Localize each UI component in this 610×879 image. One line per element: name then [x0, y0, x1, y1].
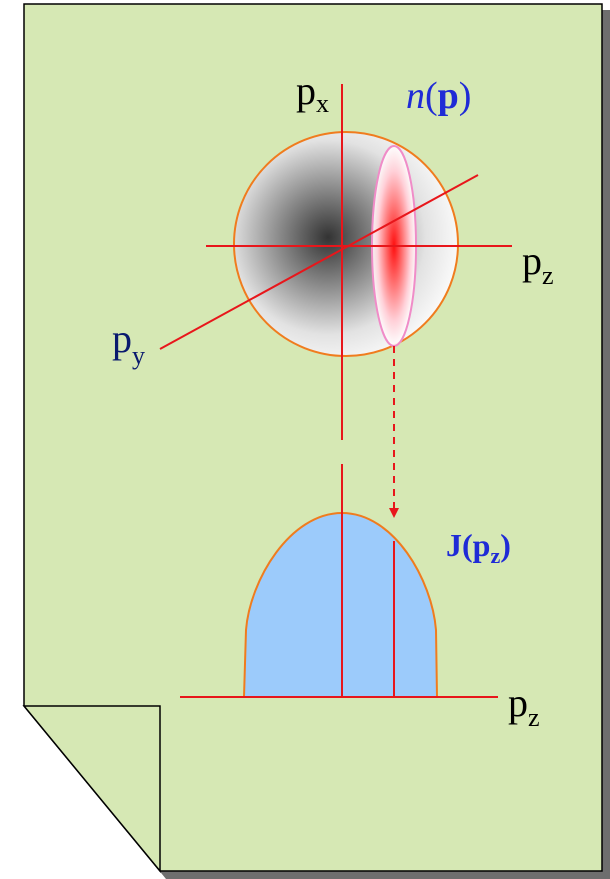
pz-label-top: pz — [522, 238, 554, 290]
folded-corner — [22, 705, 161, 874]
momentum-density-sphere — [233, 131, 459, 357]
n-p-label: n(p) — [406, 75, 471, 117]
paper-sheet — [23, 3, 603, 872]
px-label: px — [296, 68, 329, 118]
py-axis — [159, 174, 479, 350]
py-label: py — [112, 316, 145, 370]
j-pz-label: J(pz) — [446, 527, 511, 568]
pz-label-bottom: pz — [508, 680, 540, 732]
